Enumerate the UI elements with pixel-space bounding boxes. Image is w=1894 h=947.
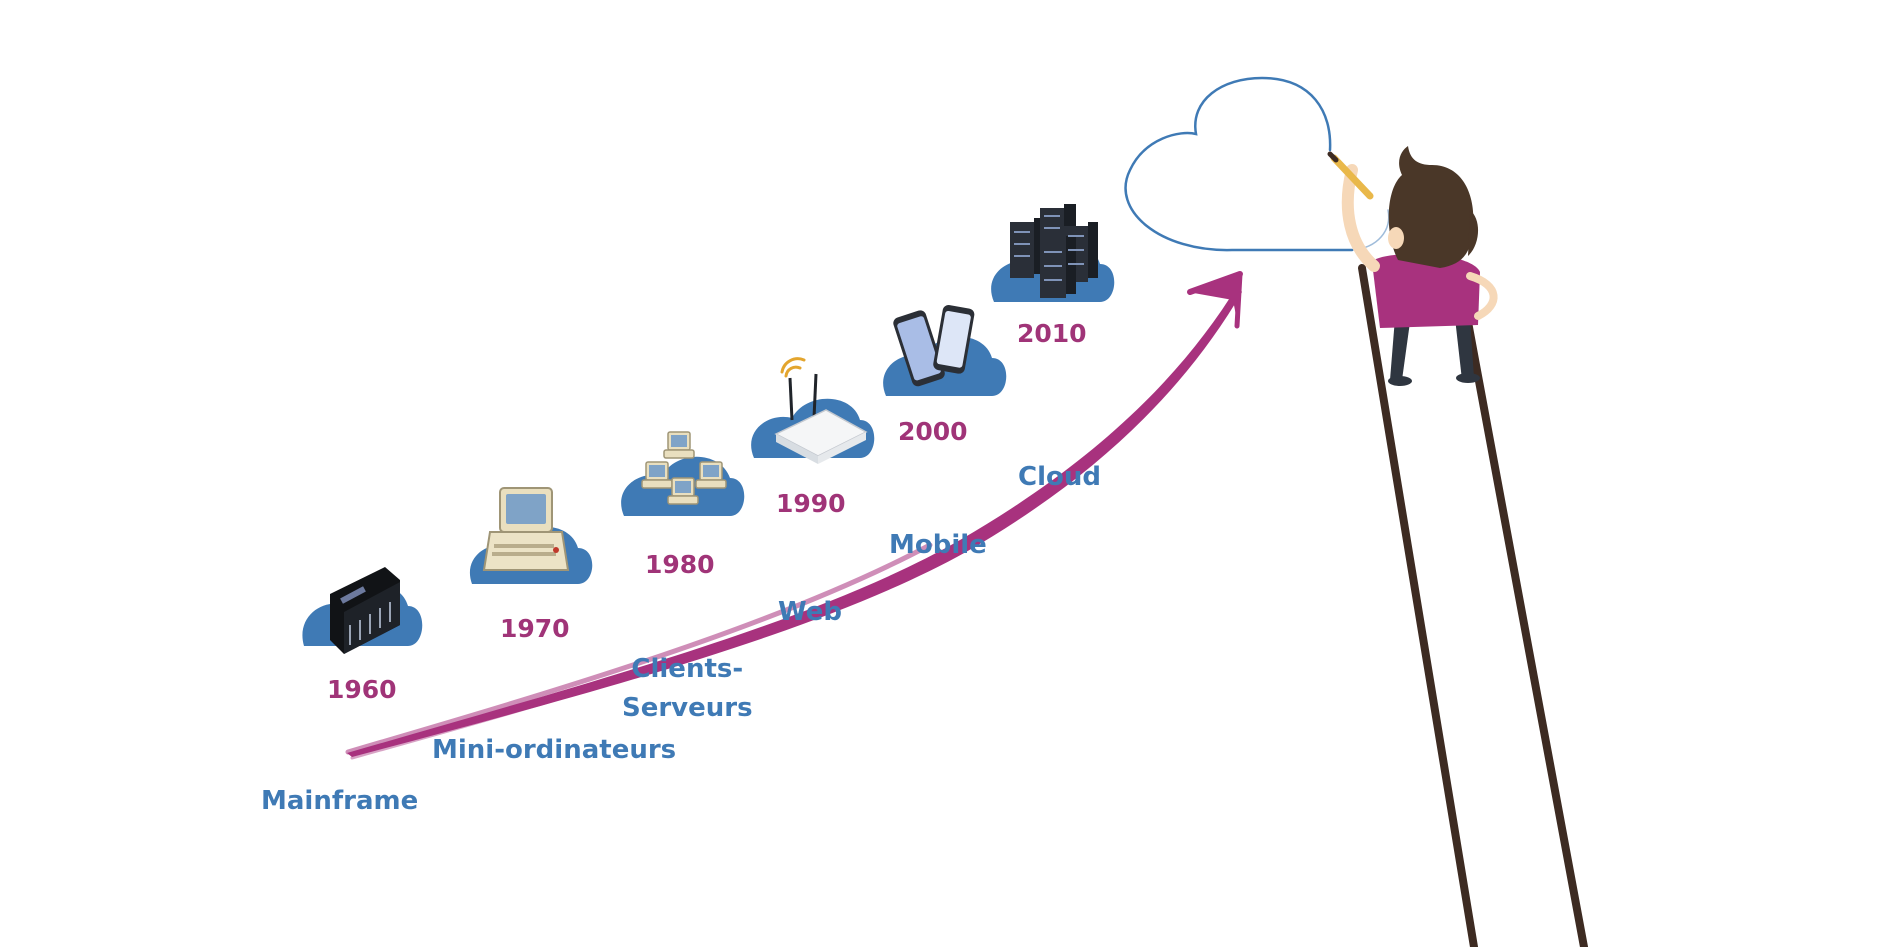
mainframe-server-icon — [302, 567, 423, 654]
era-label-cloud: Cloud — [1018, 462, 1101, 492]
growth-arrow — [345, 271, 1243, 760]
year-label-2010: 2010 — [1017, 319, 1087, 348]
year-label-1960: 1960 — [327, 675, 397, 704]
era-label-web: Web — [778, 597, 842, 627]
era-label-mini-ordinateurs: Mini-ordinateurs — [432, 735, 677, 765]
smartphones-icon — [883, 305, 1007, 396]
era-label-clients-serveurs: Clients- Serveurs — [622, 654, 753, 723]
year-label-2000: 2000 — [898, 417, 968, 446]
era-label-mainframe: Mainframe — [261, 786, 419, 816]
person-drawing-cloud — [1327, 146, 1498, 386]
client-server-network-icon — [621, 431, 745, 516]
server-racks-icon — [991, 204, 1115, 302]
year-label-1970: 1970 — [500, 614, 570, 643]
year-label-1980: 1980 — [645, 550, 715, 579]
era-label-mobile: Mobile — [889, 530, 987, 560]
wifi-router-icon — [751, 357, 875, 464]
minicomputer-terminal-icon — [469, 487, 593, 584]
year-label-1990: 1990 — [776, 489, 846, 518]
ladder — [1358, 264, 1588, 947]
